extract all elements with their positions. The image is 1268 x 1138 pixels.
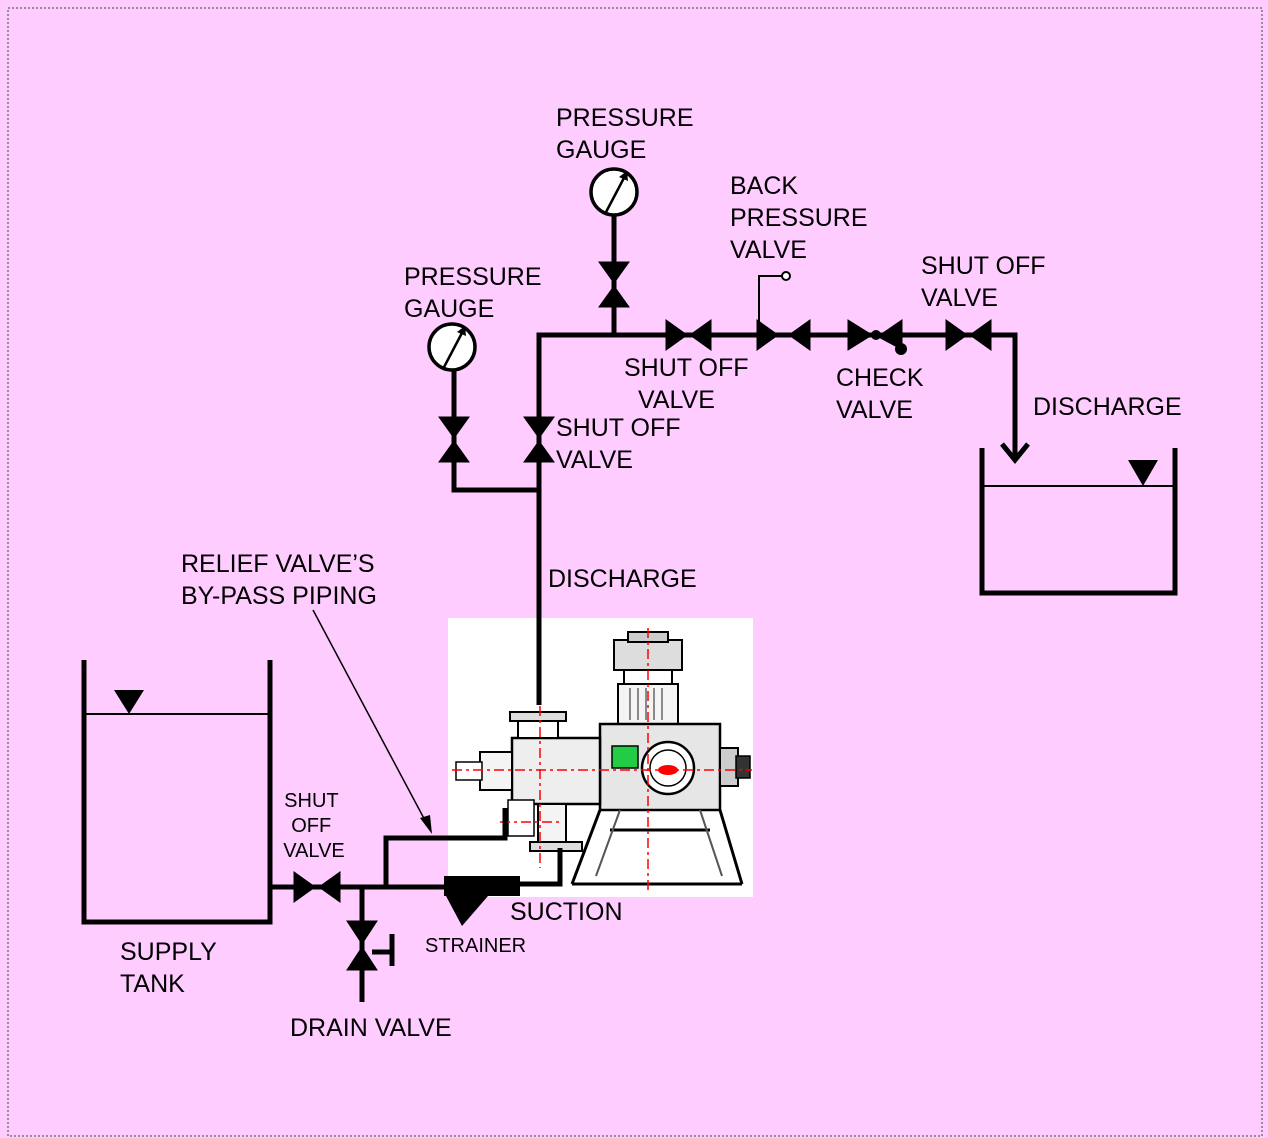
strainer-label: STRAINER [425,935,526,957]
relief-bypass-label: RELIEF VALVE’S BY-PASS PIPING [181,550,382,610]
back-pressure-valve [756,319,811,351]
discharge-right-label: DISCHARGE [1033,393,1182,421]
shut-off-valve-right-label: SHUT OFF VALVE [921,252,1053,312]
supply-tank-label: SUPPLY TANK [120,938,223,998]
check-valve-label: CHECK VALVE [836,364,930,424]
pressure-gauge-left-label: PRESSURE GAUGE [404,263,549,323]
shut-off-valve-mid-label: SHUT OFF VALVE [624,354,756,414]
piping [270,214,1030,1002]
discharge-tank [979,448,1178,596]
diagram-border [7,7,1263,1137]
shut-off-valve-supply [293,871,341,903]
drain-valve [346,920,378,971]
pressure-gauge-left-icon [427,322,477,372]
suction-label: SUCTION [510,898,623,926]
drain-valve-label: DRAIN VALVE [290,1014,452,1042]
shut-off-valve-vertical-label: SHUT OFF VALVE [556,414,688,474]
relief-bypass-pointer [312,609,432,834]
pressure-gauge-top-icon [589,167,639,217]
shut-off-valve-supply-label: SHUT OFF VALVE [283,790,345,862]
discharge-main-label: DISCHARGE [548,565,697,593]
strainer [444,876,520,926]
shut-off-valve-far-right [945,319,992,351]
check-valve [847,319,907,355]
gauge-valve-left [438,416,470,463]
supply-tank [81,660,273,925]
back-pressure-valve-label: BACK PRESSURE VALVE [730,172,875,264]
shut-off-valve-horizontal [665,319,712,351]
pump-illustration [448,618,753,897]
gauge-valve-top [598,261,630,308]
shut-off-valve-main [523,416,555,463]
pressure-gauge-top-label: PRESSURE GAUGE [556,104,701,164]
